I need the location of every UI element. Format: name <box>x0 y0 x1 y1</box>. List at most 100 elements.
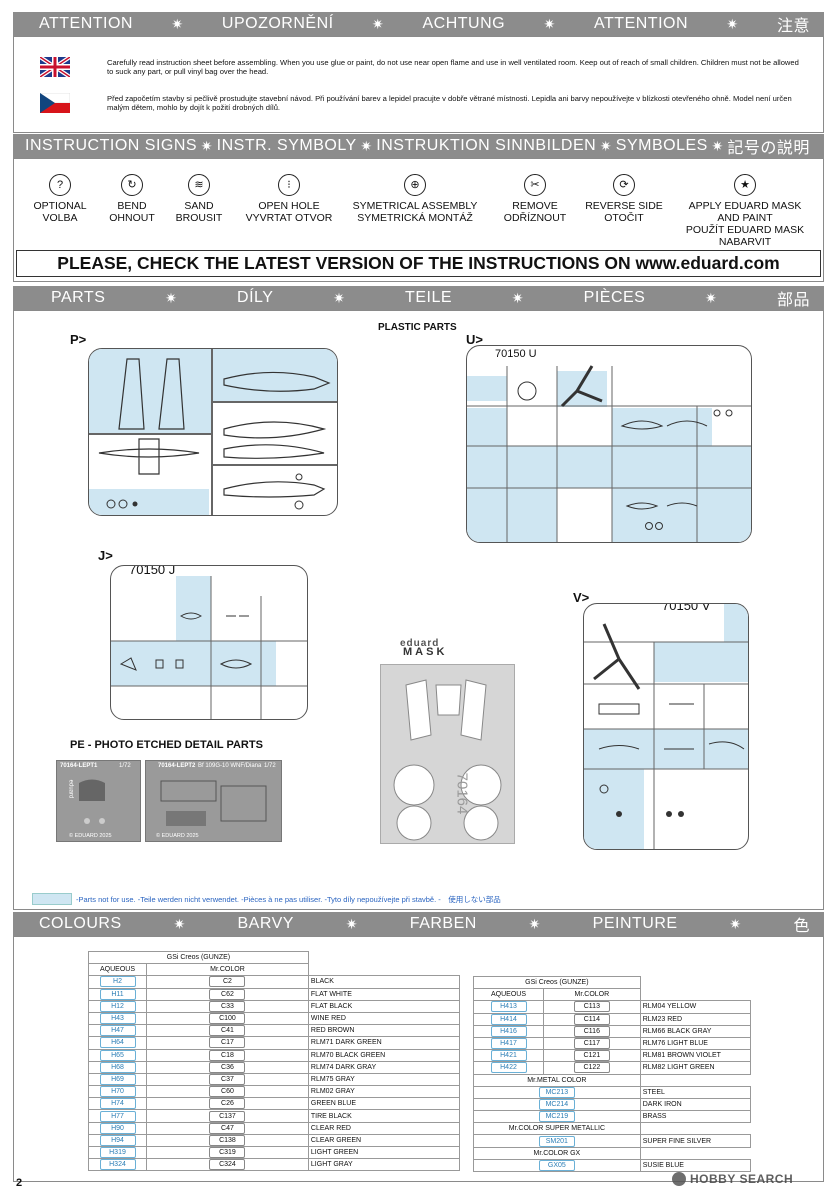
sprue-v-label: V> <box>573 590 590 605</box>
table1-title: GSi Creos (GUNZE) <box>88 950 309 965</box>
sprue-runner <box>213 464 337 466</box>
table2-title: GSi Creos (GUNZE) <box>473 975 641 990</box>
mrcolor-cell: C26 <box>146 1097 309 1111</box>
plastic-parts-title: PLASTIC PARTS <box>378 322 457 333</box>
aqueous-code: H43 <box>99 1013 136 1025</box>
colour-name: LIGHT GREEN <box>307 1145 461 1160</box>
attention-fr: ATTENTION <box>594 15 689 32</box>
mrcolor-code: C121 <box>573 1050 610 1062</box>
mrcolor-cell: C41 <box>146 1024 309 1038</box>
aqueous-code: H324 <box>99 1159 136 1171</box>
not-for-use-swatch <box>32 893 72 905</box>
colour-name: FLAT WHITE <box>307 987 461 1001</box>
colour-name: RLM70 BLACK GREEN <box>307 1048 461 1062</box>
mrcolor-code: C17 <box>209 1037 246 1049</box>
aqueous-cell: H12 <box>88 999 147 1013</box>
sprue-v: 70150 V <box>583 603 749 850</box>
parts-box <box>13 310 824 910</box>
reverse-icon: ⟳ <box>613 174 635 196</box>
aqueous-cell: H47 <box>88 1024 147 1038</box>
sign-label: OTOČIT <box>604 212 644 224</box>
sprue-p-parts-drawing <box>98 358 331 510</box>
unused-part-area <box>507 446 557 542</box>
sign-label: OPEN HOLE <box>258 200 320 212</box>
colour-name: GREEN BLUE <box>307 1097 461 1111</box>
sign-label: POUŽÍT EDUARD MASK <box>685 224 805 236</box>
mrcolor-cell: C122 <box>543 1061 641 1075</box>
colour-name: STEEL <box>639 1085 752 1099</box>
aqueous-cell: H324 <box>88 1158 147 1172</box>
parts-bar: PARTS✷ DÍLY✷ TEILE✷ PIÈCES✷ 部品 <box>13 286 824 310</box>
colour-name: SUPER FINE SILVER <box>639 1134 752 1148</box>
colour-name: BRASS <box>639 1110 752 1124</box>
aqueous-code: H416 <box>490 1025 527 1037</box>
aqueous-cell: H74 <box>88 1097 147 1111</box>
table2-aqueous-header: AQUEOUS <box>473 988 544 1002</box>
aqueous-cell: H11 <box>88 987 147 1001</box>
aqueous-cell: H90 <box>88 1121 147 1135</box>
metal-colour-title: Mr.METAL COLOR <box>473 1073 641 1087</box>
watermark-text: HOBBY SEARCH <box>690 1172 794 1186</box>
mrcolor-code: C47 <box>209 1122 246 1134</box>
mask-code: 70164 <box>453 772 471 815</box>
colours-bar: COLOURS✷ BARVY✷ FARBEN✷ PEINTURE✷ 色 <box>13 912 824 936</box>
colours-fr: PEINTURE <box>592 915 678 932</box>
aqueous-cell: H416 <box>473 1024 544 1038</box>
mrcolor-cell: C121 <box>543 1049 641 1063</box>
mrcolor-code: C2 <box>209 976 246 988</box>
sprue-p-label: P> <box>70 332 87 347</box>
aqueous-code: H413 <box>490 1001 527 1013</box>
colours-box <box>13 936 824 1182</box>
colours-de: FARBEN <box>409 915 477 932</box>
mask-sheet: 70164 <box>380 664 515 844</box>
signs-cz: INSTR. SYMBOLY <box>216 137 357 154</box>
star-icon: ✷ <box>528 915 541 932</box>
sprue-runner <box>211 349 213 515</box>
aqueous-code: H74 <box>99 1098 136 1110</box>
pe1-scale: 1/72 <box>119 763 131 769</box>
mrcolor-code: C62 <box>209 988 246 1000</box>
pe1-brand: eduard <box>67 779 74 799</box>
gx-title: Mr.COLOR GX <box>473 1146 641 1160</box>
colours-jp: 色 <box>793 918 810 935</box>
sign-label: OHNOUT <box>109 212 155 224</box>
colour-name: RLM66 BLACK GRAY <box>639 1024 752 1038</box>
mrcolor-code: C137 <box>209 1110 246 1122</box>
pe-title: PE - PHOTO ETCHED DETAIL PARTS <box>70 739 263 751</box>
colour-code: GX05 <box>538 1159 575 1171</box>
star-icon: ✷ <box>200 137 213 154</box>
aqueous-code: H70 <box>99 1086 136 1098</box>
aqueous-cell: H2 <box>88 975 147 989</box>
colour-name: FLAT BLACK <box>307 999 461 1013</box>
signs-de: INSTRUKTION SINNBILDEN <box>376 137 597 154</box>
sign-label: SAND <box>184 200 214 212</box>
mrcolor-cell: C36 <box>146 1060 309 1074</box>
mrcolor-cell: C100 <box>146 1011 309 1026</box>
parts-jp: 部品 <box>776 292 810 309</box>
sprue-u: 70150 U <box>466 345 752 543</box>
sprue-v-parts-drawing <box>584 623 748 849</box>
unused-part-area <box>111 641 276 686</box>
sign-label: NABARVIT <box>718 236 772 248</box>
aqueous-code: H422 <box>490 1062 527 1074</box>
code-cell: GX05 <box>473 1158 641 1173</box>
sign-label: BEND <box>117 200 147 212</box>
signs-jp: 記号の説明 <box>727 140 810 157</box>
warning-cz: Před započetím stavby si pečlivě prostud… <box>107 94 792 112</box>
parts-en: PARTS <box>51 289 106 306</box>
watermark: HOBBY SEARCH <box>672 1172 793 1186</box>
scissors-icon: ✂ <box>524 174 546 196</box>
code-cell: MC214 <box>473 1097 641 1112</box>
unused-part-area <box>724 604 748 642</box>
sign-label: OPTIONAL <box>33 200 87 212</box>
colour-name: TIRE BLACK <box>307 1109 461 1123</box>
